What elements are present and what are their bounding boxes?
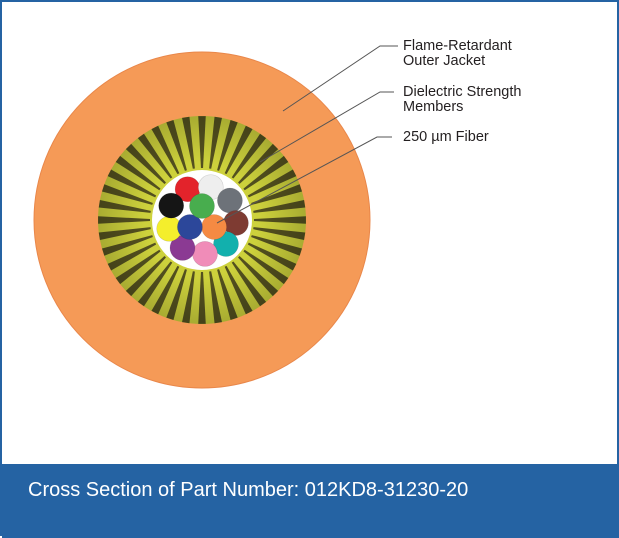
caption-bar: Cross Section of Part Number: 012KD8-312… — [2, 464, 619, 538]
callout-strength-line1: Dielectric Strength — [403, 84, 521, 100]
leader-line-strength — [259, 91, 394, 163]
leader-line-jacket — [282, 45, 398, 112]
callout-fiber-line1: 250 µm Fiber — [403, 129, 489, 145]
figure-caption: Cross Section of Part Number: 012KD8-312… — [28, 479, 469, 501]
cable-cross-section-diagram: Flame-Retardant Outer Jacket Dielectric … — [33, 38, 521, 389]
fiber-rose — [192, 241, 218, 267]
fiber-black — [158, 192, 184, 219]
callout-strength-line2: Members — [403, 99, 463, 115]
fiber-slate — [217, 187, 243, 214]
fiber-bundle — [156, 174, 249, 267]
leader-line-fiber — [216, 136, 392, 224]
fiber-blue — [177, 214, 203, 240]
callout-jacket-line2: Outer Jacket — [403, 53, 485, 69]
leader-lines — [216, 45, 398, 224]
callout-jacket-line1: Flame-Retardant — [403, 38, 512, 54]
fiber-green — [189, 193, 215, 219]
